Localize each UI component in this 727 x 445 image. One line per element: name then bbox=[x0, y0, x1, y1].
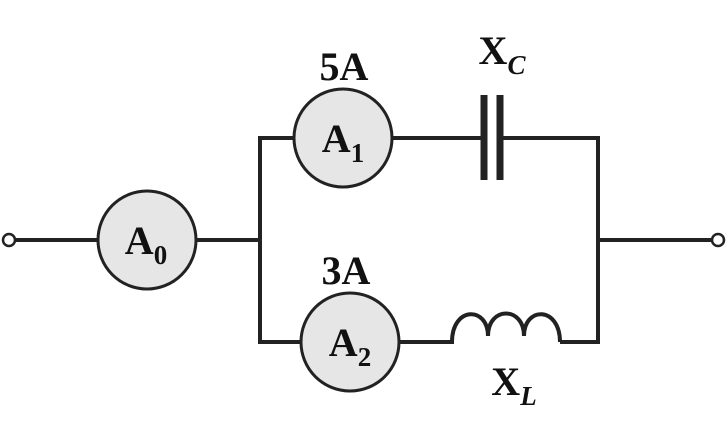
ammeter-a2-reading: 3A bbox=[322, 248, 371, 293]
output-terminal bbox=[710, 232, 726, 248]
ammeter-a1: A1 bbox=[292, 87, 394, 189]
ammeter-a2-label: A2 bbox=[329, 320, 371, 372]
inductor-reactance-label: XL bbox=[491, 359, 536, 411]
input-terminal bbox=[1, 232, 17, 248]
ammeter-a0-label: A0 bbox=[125, 218, 167, 270]
capacitor-symbol bbox=[480, 95, 504, 180]
inductor-symbol bbox=[450, 311, 562, 343]
ammeter-a2: A2 bbox=[299, 291, 401, 393]
ammeter-a1-reading: 5A bbox=[320, 44, 369, 89]
ammeter-a1-circle bbox=[292, 87, 394, 189]
ammeter-a0-circle bbox=[96, 189, 198, 291]
capacitor-reactance-label: XC bbox=[479, 28, 527, 80]
ammeter-a0: A0 bbox=[96, 189, 198, 291]
ammeter-a2-circle bbox=[299, 291, 401, 393]
ammeter-a1-label: A1 bbox=[322, 116, 364, 168]
